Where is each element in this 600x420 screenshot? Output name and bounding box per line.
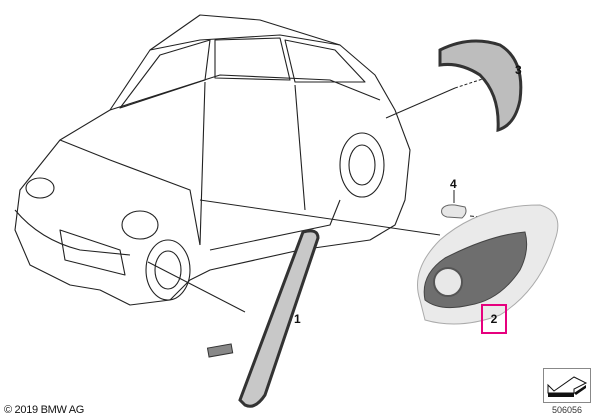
diagram-number: 506056 xyxy=(552,405,583,415)
arrow-navigation-icon xyxy=(547,376,588,397)
callout-3[interactable]: 3 xyxy=(515,63,522,77)
car-illustration xyxy=(14,14,411,306)
part-2-indicator xyxy=(417,204,559,325)
part-3-reflector xyxy=(438,39,523,133)
callout-2-highlighted[interactable]: 2 xyxy=(481,304,507,334)
callout-1[interactable]: 1 xyxy=(294,312,301,326)
callout-4[interactable]: 4 xyxy=(450,177,457,191)
part-4-bulb xyxy=(441,204,467,219)
navigation-box[interactable] xyxy=(543,368,591,403)
copyright: © 2019 BMW AG xyxy=(4,404,85,416)
part-1-reflector xyxy=(238,229,320,408)
